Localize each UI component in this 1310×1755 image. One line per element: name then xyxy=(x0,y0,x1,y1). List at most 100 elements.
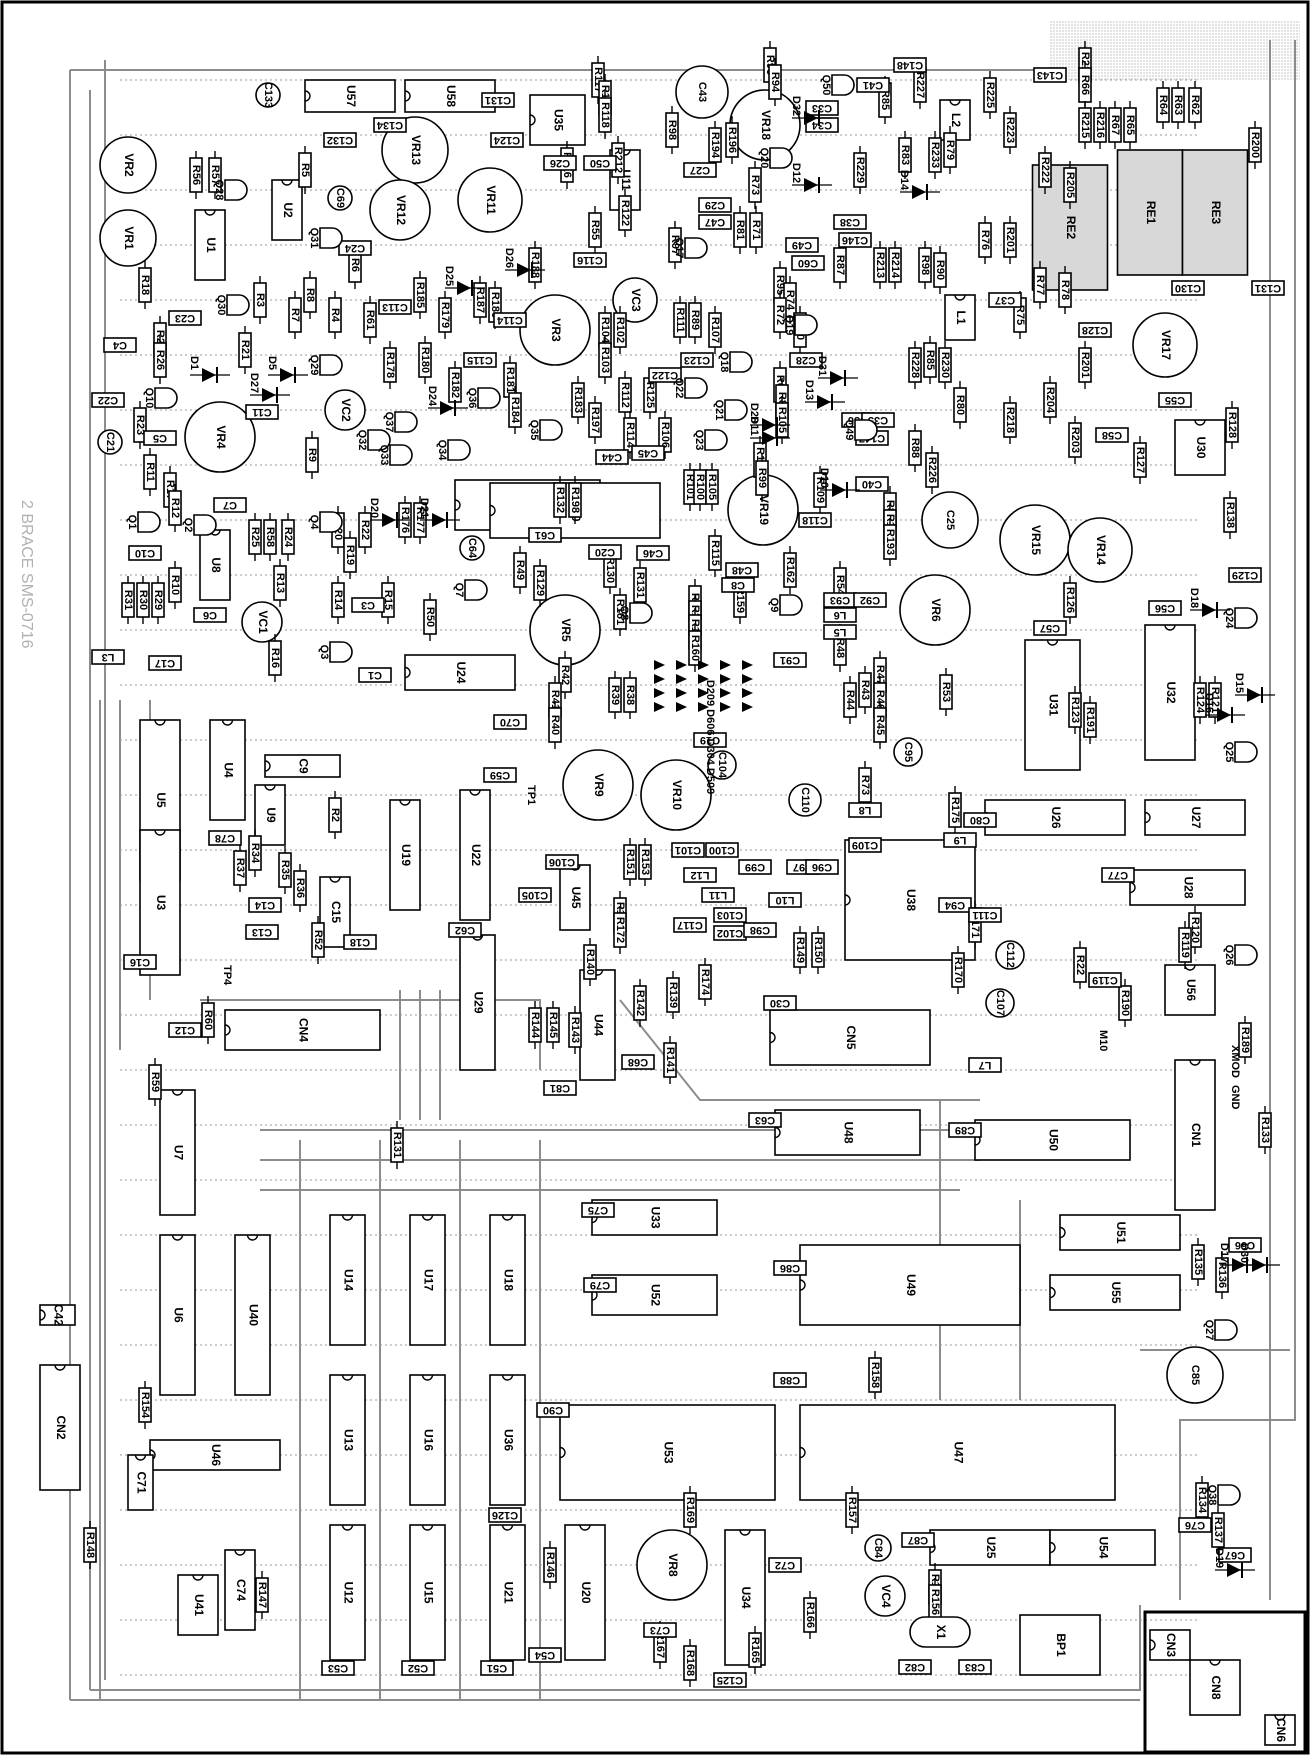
label-c96: C96 xyxy=(812,861,832,873)
bridge-diode xyxy=(654,688,665,698)
ic-notch xyxy=(1049,1541,1056,1554)
smallcap-c93: C93 xyxy=(823,592,857,608)
smallcap-c26: C26 xyxy=(543,155,577,171)
ic-body xyxy=(127,1454,154,1511)
smallcap-c98: C98 xyxy=(743,922,777,938)
smallcap-body xyxy=(583,1277,617,1293)
label-c5: C5 xyxy=(153,432,167,444)
label-r16: R16 xyxy=(269,648,281,668)
label-r98: R98 xyxy=(666,120,678,140)
smallcap-body xyxy=(636,545,670,561)
resistor-r135: R135 xyxy=(1191,1238,1205,1286)
label-r137: R137 xyxy=(1212,1517,1224,1543)
ic-u3: U3 xyxy=(139,829,181,976)
pot-body xyxy=(184,401,256,473)
resistor-r79: R79 xyxy=(943,126,957,174)
label-c49: C49 xyxy=(792,239,812,251)
cap-body xyxy=(255,82,281,108)
ic-body xyxy=(799,1404,1116,1501)
label-r146: R146 xyxy=(544,1552,556,1578)
smallcap-c76: C76 xyxy=(1178,1517,1212,1533)
resistor-r214: R214 xyxy=(888,241,902,289)
label-vr13: VR13 xyxy=(409,135,423,165)
smallcap-c105: C105 xyxy=(518,887,552,903)
transistor-q37: Q37 xyxy=(383,411,418,433)
smallcap-c119: C119 xyxy=(1088,972,1122,988)
label-r119: R119 xyxy=(1179,932,1191,958)
part-x1: X1 xyxy=(909,1616,971,1648)
transistor-body xyxy=(329,641,353,663)
label-c47: C47 xyxy=(705,216,725,228)
label-r4: R4 xyxy=(329,308,341,323)
ic-u44: U44 xyxy=(579,969,616,1081)
label-c18: C18 xyxy=(350,936,370,948)
resistor-r154: R154 xyxy=(138,1381,152,1429)
ic-notch xyxy=(329,876,341,883)
label-r162: R162 xyxy=(784,557,796,583)
resistor-r144: R144 xyxy=(528,1001,542,1049)
label-r178: R178 xyxy=(384,352,396,378)
label-c25: C25 xyxy=(944,510,956,530)
smallcap-c116: C116 xyxy=(573,252,607,268)
ic-notch xyxy=(171,1234,184,1241)
label-r7: R7 xyxy=(289,308,301,322)
label-r157: R157 xyxy=(846,1497,858,1523)
label-r34: R34 xyxy=(249,843,261,864)
ic-notch xyxy=(154,719,166,726)
label-d31: D31 xyxy=(816,356,828,376)
diode-d25: D25 xyxy=(443,266,485,296)
resistor-r19: R19 xyxy=(343,531,357,579)
diode-d15: D15 xyxy=(1233,673,1275,703)
label-r105: R105 xyxy=(776,407,788,433)
ic-body xyxy=(559,1404,776,1501)
label-r201: R201 xyxy=(1079,352,1091,378)
smallcap-c114: C114 xyxy=(493,312,527,328)
resistor-r57: R57 xyxy=(208,151,222,199)
label-q3: Q3 xyxy=(318,645,330,660)
ic-body xyxy=(389,799,421,911)
label-d20: D20 xyxy=(368,498,380,518)
pot-body xyxy=(636,1529,708,1601)
label-c94: C94 xyxy=(944,899,965,911)
label-r52: R52 xyxy=(312,930,324,950)
smallcap-body xyxy=(103,337,137,353)
ic-notch xyxy=(954,294,966,301)
label-r6: R6 xyxy=(349,258,361,272)
label-c30: C30 xyxy=(770,997,790,1009)
relay-body xyxy=(1116,149,1184,276)
label-c118: C118 xyxy=(802,514,828,526)
resistor-r66: R66 xyxy=(1078,61,1092,109)
ic-notch xyxy=(501,1524,514,1531)
label-r99: R99 xyxy=(756,468,768,488)
label-q8: Q8 xyxy=(618,606,630,621)
smallcap-body xyxy=(693,732,727,748)
label-r175: R175 xyxy=(949,797,961,823)
smallcap-c47: C47 xyxy=(698,214,732,230)
ic-notch xyxy=(246,1234,259,1241)
label-u58: U58 xyxy=(444,85,458,107)
label-vr3: VR3 xyxy=(549,318,563,342)
ic-notch xyxy=(529,114,536,126)
label-r11: R11 xyxy=(144,462,156,482)
label-r190: R190 xyxy=(1119,990,1131,1016)
label-u55: U55 xyxy=(1109,1281,1123,1303)
ic-notch xyxy=(1059,1226,1066,1239)
label-q17: Q17 xyxy=(673,238,685,259)
label-r30: R30 xyxy=(137,590,149,610)
smallcap-body xyxy=(713,1672,747,1688)
ic-body xyxy=(1049,1529,1156,1566)
smallcap-c14: C14 xyxy=(248,897,282,913)
ic-notch xyxy=(421,1374,434,1381)
smallcap-body xyxy=(343,934,377,950)
smallcap-c128: C128 xyxy=(1078,322,1112,338)
label-c134: C134 xyxy=(376,119,403,131)
label-c8: C8 xyxy=(731,579,745,591)
resistor-r24: R24 xyxy=(281,513,295,561)
ic-c74: C74 xyxy=(224,1549,256,1631)
resistor-r78: R78 xyxy=(1058,266,1072,314)
label-r59: R59 xyxy=(149,1072,161,1092)
smallcap-body xyxy=(938,897,972,913)
label-c128: C128 xyxy=(1082,324,1108,336)
resistor-r60: R60 xyxy=(201,996,215,1044)
label-q27: Q27 xyxy=(1203,1320,1215,1341)
